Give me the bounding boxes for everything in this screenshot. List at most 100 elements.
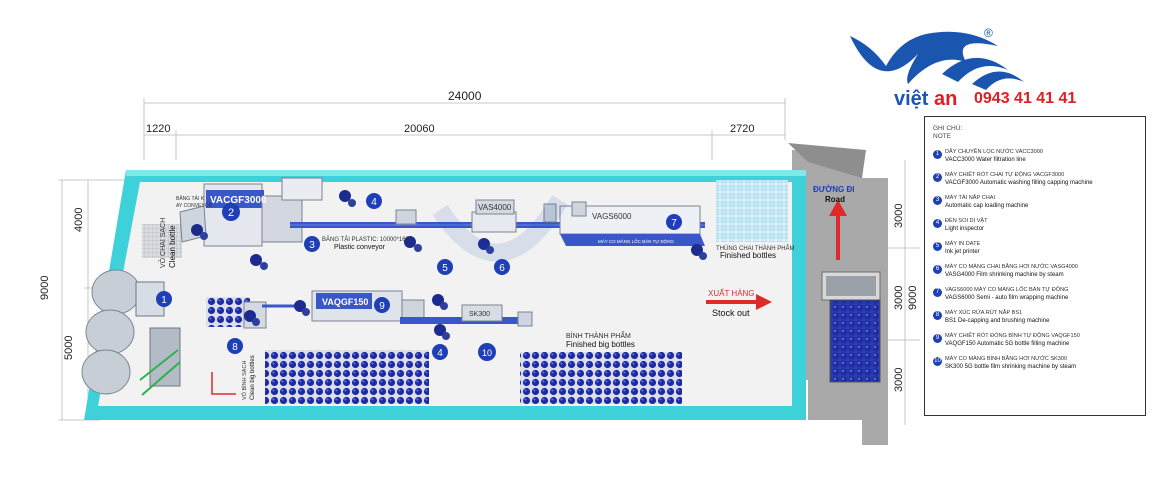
dim-road-mid-b: 9000 [907,286,919,310]
legend-item-text: VAGS6000 MÁY CO MÀNG LỐC BÁN TỰ ĐỘNG VAGS… [945,287,1069,302]
legend-item-number: 8 [933,311,942,320]
water-tanks [81,269,181,396]
label-vacgf3000: VACGF3000 [210,195,267,206]
label-sk300: SK300 [469,311,490,318]
stock-out-arrow [706,294,772,310]
legend-item-number: 6 [933,265,942,274]
label-conveyor-small-vi: BĂNG TẢI K [176,195,205,202]
marker-7: 7 [666,214,682,230]
label-stock-out-en: Stock out [712,308,750,318]
legend-item-number: 5 [933,242,942,251]
legend-item-number: 10 [933,357,942,366]
marker-4-text: 4 [371,197,377,208]
legend-item-en: BS1 De-capping and brushing machine [945,318,1050,324]
dim-middle: 20060 [404,123,435,135]
dim-left: 1220 [146,123,170,135]
legend-item-vi: VAGS6000 MÁY CO MÀNG LỐC BÁN TỰ ĐỘNG [945,287,1069,293]
clean-big-bottles-grid [265,350,429,404]
label-conveyor-small-en: AY CONVEYOR [176,203,213,209]
dim-right: 2720 [730,123,754,135]
legend-item-vi: MÁY XÚC RỬA RÚT NẮP BS1 [945,310,1023,316]
logo-brand-viet: việt [894,88,929,110]
label-vas4000: VAS4000 [478,203,512,212]
legend-item-vi: ĐÈN SOI DỊ VẬT [945,218,988,224]
legend-item-en: Automatic cap loading machine [945,203,1029,209]
logo-wave-icon [850,31,1024,90]
logo-brand: việt an [894,88,957,111]
marker-4b-text: 4 [437,348,443,359]
marker-3: 3 [304,236,320,252]
dim-road-bottom: 3000 [893,368,905,392]
top-production-line [179,177,705,247]
logo-brand-an: an [934,88,958,110]
legend-item-number: 4 [933,219,942,228]
marker-4: 4 [366,193,382,209]
legend-item-text: MÁY CHIẾT RÓT ĐÓNG BÌNH TỰ ĐỘNG VAQGF150… [945,333,1080,348]
label-clean-big-en: Clean big bottles [250,355,256,400]
label-vags6000: VAGS6000 [592,212,632,221]
legend-item-vi: MÁY TẢI NẮP CHAI [945,195,996,201]
marker-9: 9 [374,297,390,313]
legend-item-text: MÁY IN DATE Ink jet printer [945,241,980,256]
legend-item-number: 3 [933,196,942,205]
legend-item-en: Light inspector [945,226,985,232]
label-road-vi: ĐƯỜNG ĐI [813,185,854,194]
dim-road-mid-a: 3000 [893,286,905,310]
label-carton-vi: THÙNG CHAI THÀNH PHẨM [716,245,795,252]
finished-cartons [716,180,788,242]
legend-item-en: VASG4000 Film shrinking machine by steam [945,272,1064,278]
marker-5-text: 5 [442,263,448,274]
legend-title-vi: GHI CHÚ: [933,125,963,132]
legend-item-vi: DÂY CHUYỀN LỌC NƯỚC VACC3000 [945,149,1043,155]
dim-road-top: 3000 [893,204,905,228]
legend-item-vi: MÁY CHIẾT RÓT ĐÓNG BÌNH TỰ ĐỘNG VAQGF150 [945,333,1080,339]
label-stock-out-vi: XUẤT HÀNG [708,288,755,298]
operators [191,190,707,340]
finished-big-bottles-grid [520,352,682,404]
marker-8-text: 8 [232,342,238,353]
dim-height-total: 9000 [39,276,51,300]
label-vaqgf150: VAQGF150 [322,297,368,307]
marker-8: 8 [227,338,243,354]
legend-item-text: MÁY TẢI NẮP CHAI Automatic cap loading ma… [945,195,1028,210]
legend-item-number: 9 [933,334,942,343]
legend-item-number: 2 [933,173,942,182]
marker-2: 2 [222,203,240,221]
legend-item-en: VAQGF150 Automatic 5G bottle filling mac… [945,341,1070,347]
legend-item-vi: MÁY CHIẾT RÓT CHAI TỰ ĐỘNG VACGF3000 [945,172,1065,178]
marker-2-text: 2 [228,207,234,219]
dim-height-top: 4000 [73,208,85,232]
legend-item-number: 7 [933,288,942,297]
legend-item-vi: MÁY IN DATE [945,241,981,247]
label-big-bottles-en: Finished big bottles [566,340,635,349]
registered-mark: ® [984,26,993,40]
label-carton-en: Finished bottles [720,251,776,260]
legend-item-number: 1 [933,150,942,159]
legend-item-en: Ink jet printer [945,249,980,255]
legend-item-en: VACC3000 Water filtration line [945,157,1026,163]
legend-item-en: VAGS6000 Semi - auto film wrapping machi… [945,295,1069,301]
label-shrink-tunnel: MÁY CO MÀNG LỐC BÁN TỰ ĐỘNG [598,238,674,244]
marker-10: 10 [478,343,496,361]
legend-item-text: ĐÈN SOI DỊ VẬT Light inspector [945,218,988,233]
label-conveyor-en: Plastic conveyor [334,244,386,251]
legend-item-vi: MÁY CO MÀNG BÌNH BẰNG HƠI NƯỚC SK300 [945,356,1068,362]
marker-3-text: 3 [309,240,315,251]
marker-6-text: 6 [499,263,505,274]
marker-6: 6 [494,259,510,275]
label-road-en: Road [825,195,845,204]
marker-4b: 4 [432,344,448,360]
